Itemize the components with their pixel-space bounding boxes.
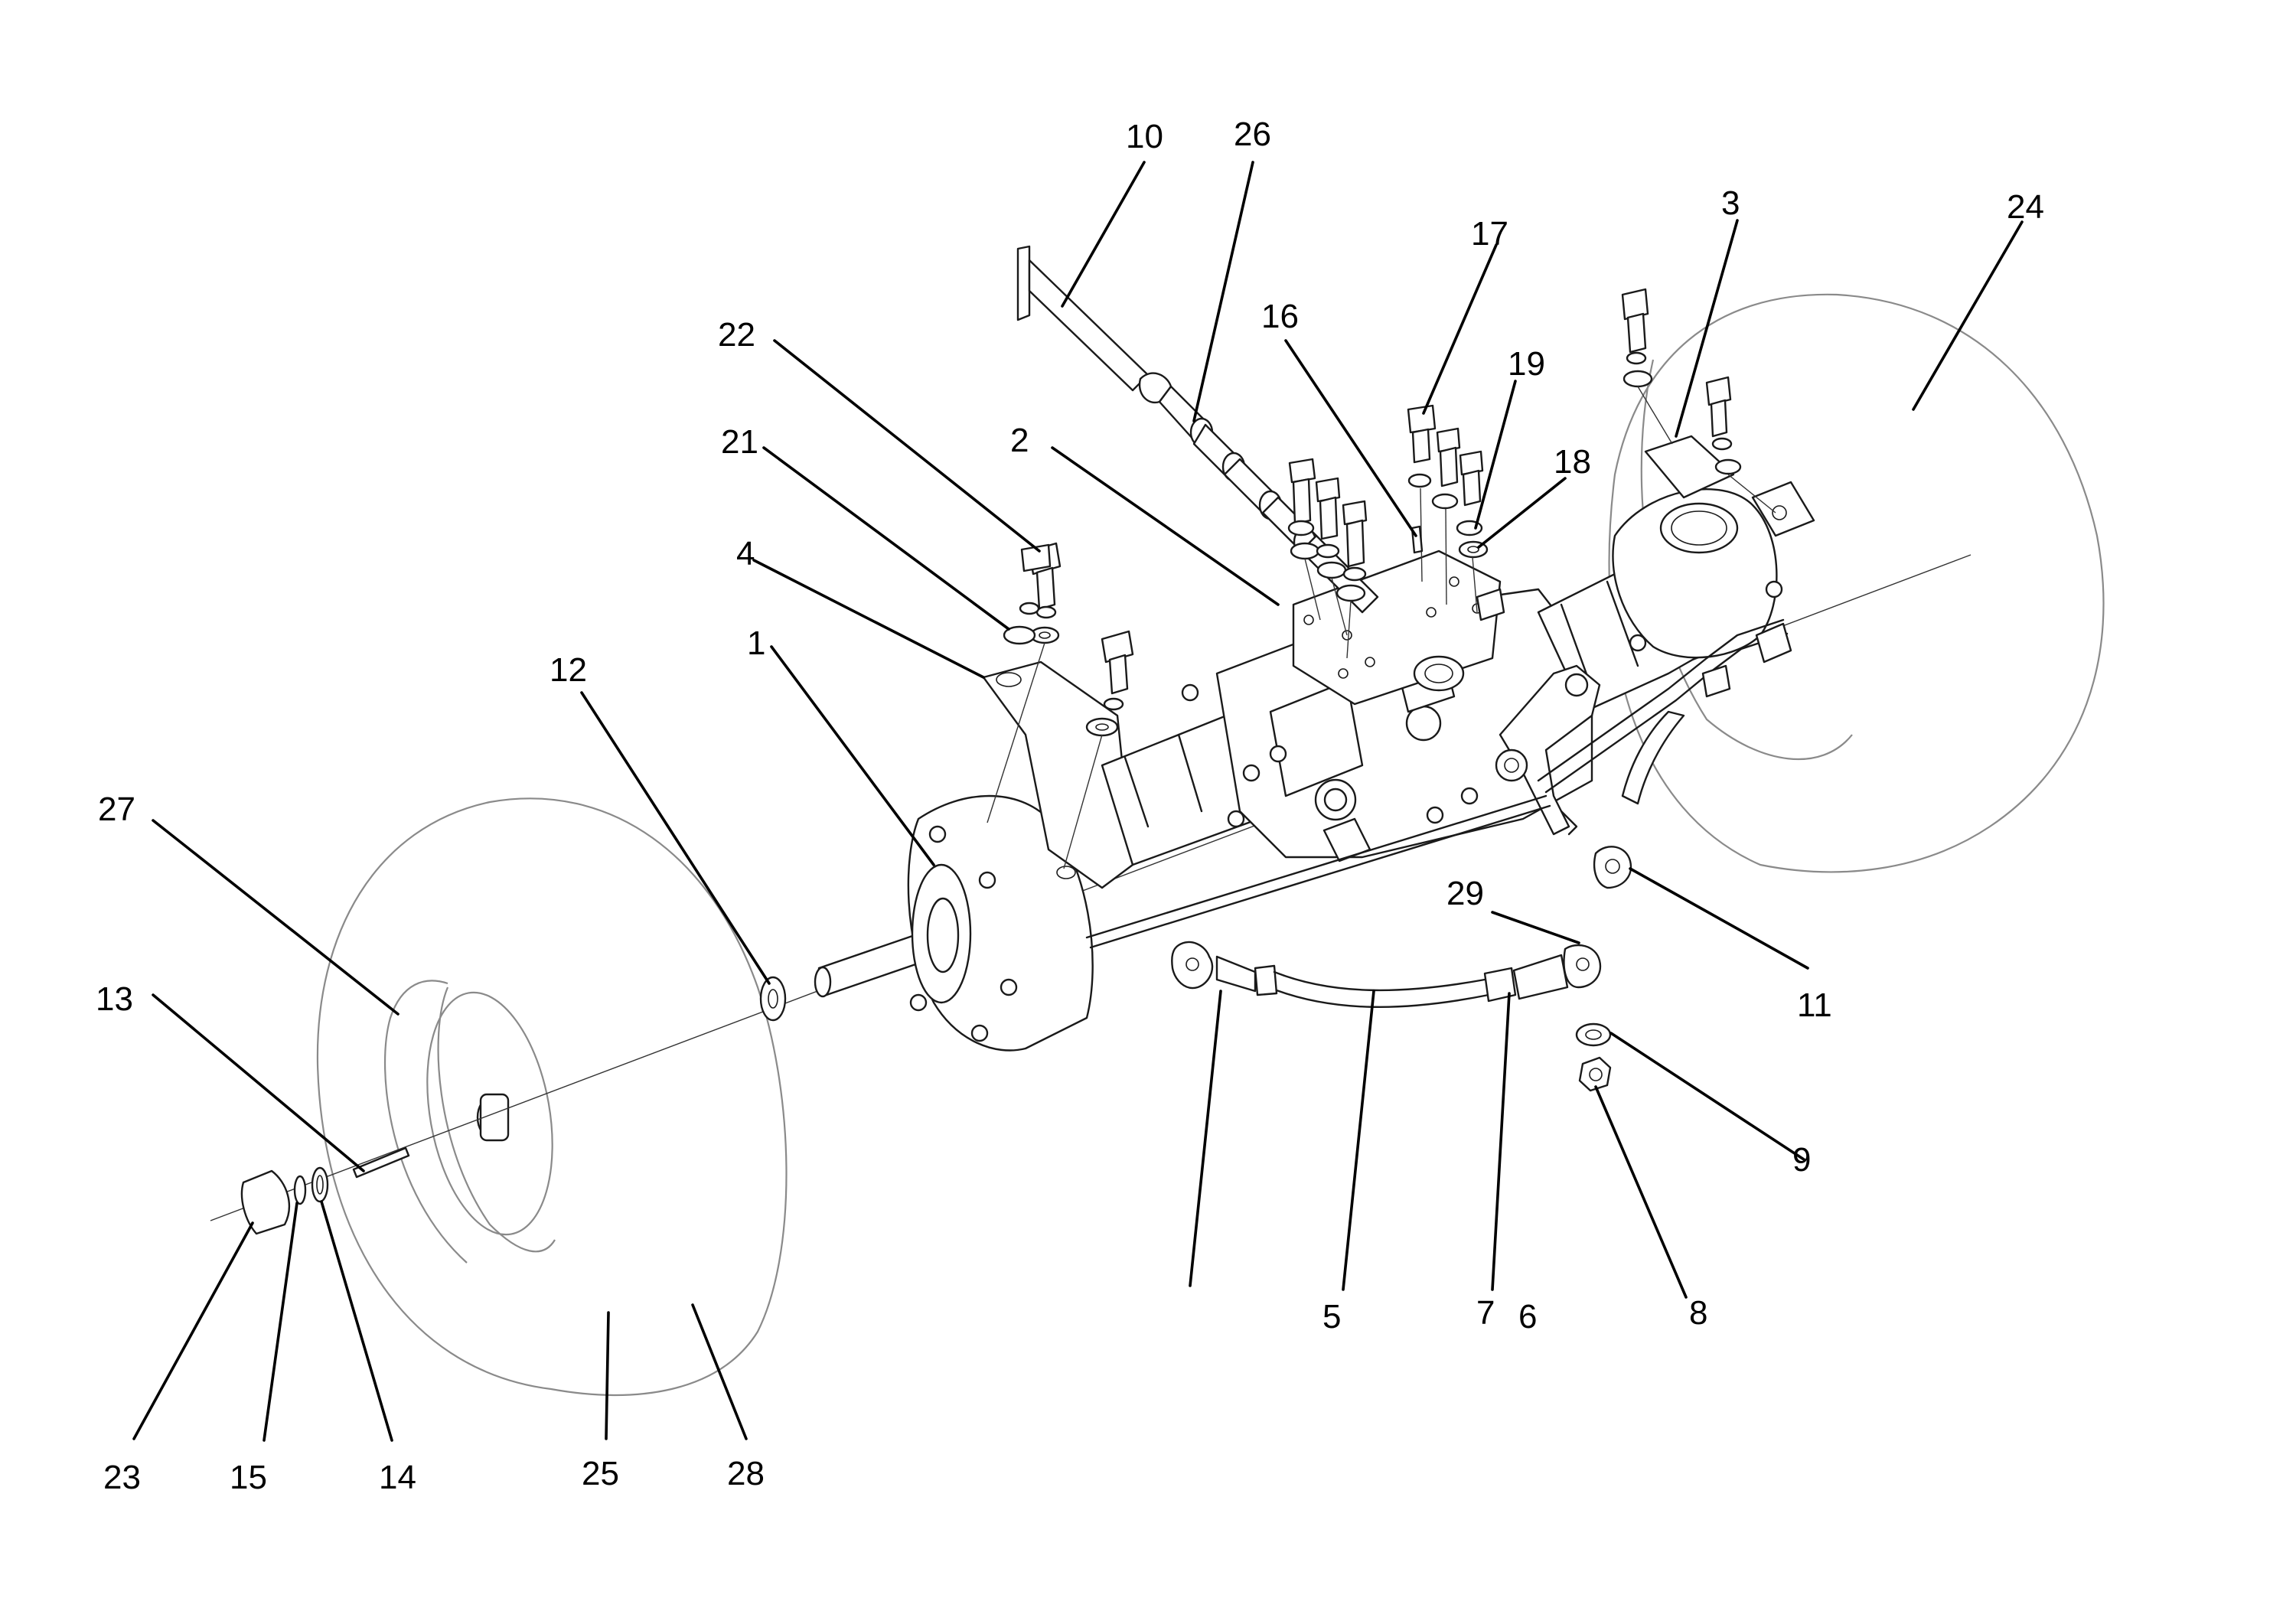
key-13 (352, 1146, 410, 1179)
callout-23: 23 (103, 1459, 141, 1496)
bolts-right-mount (1621, 288, 1776, 514)
callout-27: 27 (98, 791, 135, 828)
callout-6: 6 (1518, 1298, 1537, 1335)
callout-21: 21 (721, 423, 758, 461)
bolts-left-mount (987, 542, 1134, 869)
callout-11: 11 (1797, 986, 1832, 1024)
left-tire (316, 797, 788, 1397)
callout-19: 19 (1508, 345, 1545, 383)
callout-8: 8 (1689, 1294, 1707, 1332)
tie-rod (1085, 794, 1632, 1092)
callout-labels: 1 2 3 4 5 6 7 8 9 10 11 12 13 14 15 16 1… (96, 116, 2044, 1496)
callout-14: 14 (379, 1459, 416, 1496)
callout-3: 3 (1721, 184, 1740, 222)
callout-9: 9 (1792, 1141, 1811, 1179)
callout-28: 28 (727, 1455, 765, 1492)
callout-7: 7 (1476, 1294, 1495, 1332)
leader-lines (132, 161, 2024, 1442)
callout-13: 13 (96, 980, 133, 1018)
callout-10: 10 (1126, 118, 1163, 155)
callout-2: 2 (1010, 422, 1029, 459)
callout-29: 29 (1446, 875, 1484, 912)
callout-15: 15 (230, 1459, 267, 1496)
callout-16: 16 (1261, 298, 1299, 335)
callout-5: 5 (1322, 1298, 1341, 1335)
callout-18: 18 (1554, 443, 1591, 481)
callout-12: 12 (550, 651, 587, 689)
hub-cap (240, 1169, 291, 1235)
bolt-21-22 (1003, 543, 1052, 645)
bolts-top-plate (1287, 404, 1505, 659)
callout-1: 1 (747, 624, 765, 662)
callout-24: 24 (2007, 188, 2044, 226)
callout-4: 4 (736, 535, 755, 572)
right-tie-rod (1537, 618, 1792, 805)
callout-17: 17 (1471, 215, 1508, 253)
callout-25: 25 (582, 1455, 619, 1492)
washer-15 (293, 1175, 307, 1205)
callout-22: 22 (718, 316, 755, 354)
callout-26: 26 (1234, 116, 1271, 153)
